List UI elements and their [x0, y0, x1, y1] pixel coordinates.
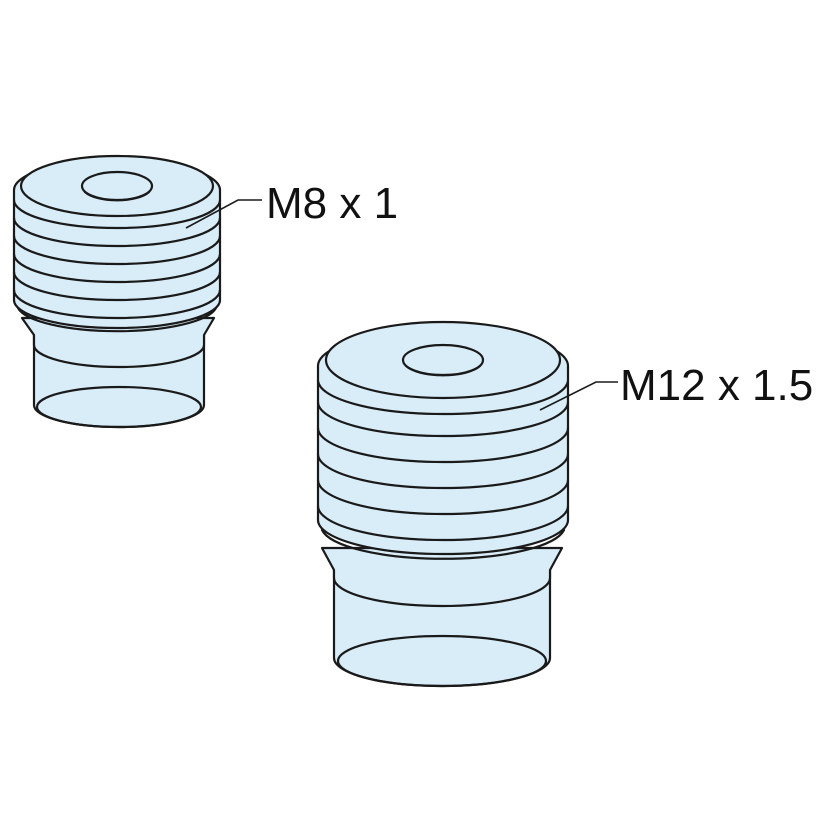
large-plug-callout: M12 x 1.5 [539, 361, 813, 411]
small-plug-leader-line [185, 199, 262, 229]
large-plug-thread-ridge [316, 504, 570, 542]
small-plug-thread-ridge [12, 216, 222, 248]
large-plug-neck [320, 546, 564, 608]
small-plug-thread-ridge [12, 270, 222, 302]
small-plug-thread-ridge [12, 288, 222, 320]
small-plug-label: M8 x 1 [266, 179, 398, 228]
large-plug-thread-ridge [316, 426, 570, 464]
small-plug-callout: M8 x 1 [185, 179, 398, 229]
large-plug-thread-ridge [316, 400, 570, 438]
small-threaded-plug [12, 154, 222, 429]
large-plug-bottom-chamfer [336, 634, 548, 688]
small-plug-thread-ridge [12, 234, 222, 266]
large-plug-thread-ridge [320, 528, 566, 560]
small-plug-neck [20, 316, 216, 369]
small-plug-bottom-chamfer [35, 385, 203, 429]
large-plug-label: M12 x 1.5 [620, 361, 813, 410]
small-plug-socket-inner [83, 190, 151, 202]
large-plug-socket-inner [404, 364, 482, 377]
small-plug-thread-ridge [12, 252, 222, 284]
large-plug-thread-ridge [316, 478, 570, 516]
large-plug-leader-line [539, 381, 618, 411]
large-plug-thread-ridge [316, 452, 570, 490]
small-plug-thread-ridge [16, 306, 218, 333]
large-threaded-plug [316, 320, 570, 688]
